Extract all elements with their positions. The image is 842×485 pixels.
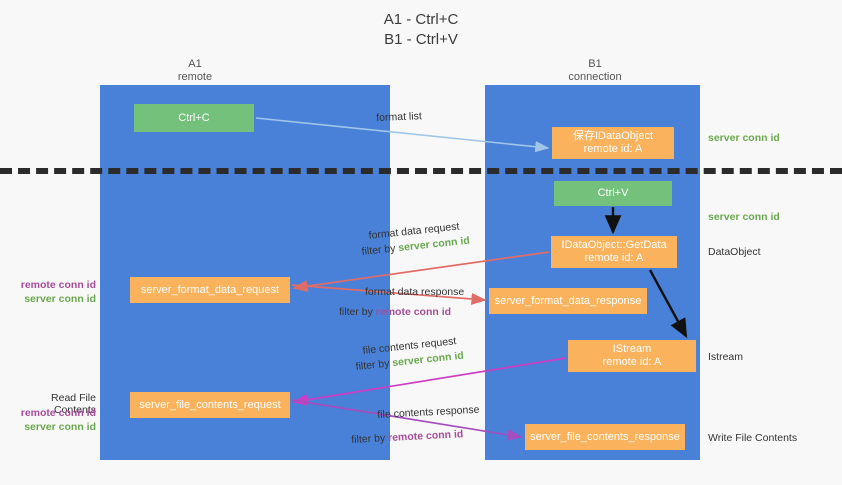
title-line-1: A1 - Ctrl+C: [383, 11, 459, 28]
node-ctrl-c[interactable]: Ctrl+C: [134, 104, 254, 132]
caption-filter-prefix-2: filter by: [339, 306, 376, 318]
node-istream-line1: IStream: [612, 343, 652, 355]
dashed-divider: [0, 168, 842, 174]
page-title: A1 - Ctrl+C B1 - Ctrl+V: [0, 10, 842, 50]
label-remote-conn-id-lower: remote conn id: [20, 407, 96, 419]
node-server-file-contents-request[interactable]: server_file_contents_request: [130, 392, 290, 418]
node-idataobject-getdata-line1: IDataObject::GetData: [561, 239, 667, 251]
caption-file-contents-response: file contents response: [377, 403, 480, 421]
node-server-file-contents-response-label: server_file_contents_response: [530, 430, 680, 443]
column-a1-name: A1: [188, 58, 202, 70]
label-remote-conn-id-upper: remote conn id: [20, 279, 96, 291]
caption-filter-value-4: remote conn id: [387, 428, 464, 445]
node-ctrl-c-label: Ctrl+C: [178, 111, 210, 124]
node-ctrl-v[interactable]: Ctrl+V: [554, 181, 672, 206]
label-server-conn-id-top: server conn id: [708, 132, 780, 144]
node-idataobject-getdata[interactable]: IDataObject::GetData remote id: A: [551, 236, 677, 268]
label-istream: Istream: [708, 351, 744, 363]
node-server-file-contents-response[interactable]: server_file_contents_response: [525, 424, 685, 450]
node-idataobject-getdata-line2: remote id: A: [584, 252, 644, 264]
node-server-format-data-request[interactable]: server_format_data_request: [130, 277, 290, 303]
label-conn-ids-lower: remote conn id server conn id: [8, 406, 96, 434]
label-write-file-contents: Write File Contents: [708, 432, 798, 444]
node-istream[interactable]: IStream remote id: A: [568, 340, 696, 372]
caption-filter-prefix-4: filter by: [351, 432, 389, 446]
label-dataobject: DataObject: [708, 246, 761, 258]
node-server-format-data-response[interactable]: server_format_data_response: [489, 288, 647, 314]
node-istream-line2: remote id: A: [602, 356, 662, 368]
caption-format-list: format list: [376, 110, 422, 124]
column-header-b1: B1 connection: [520, 58, 670, 84]
node-save-idataobject[interactable]: 保存IDataObject remote id: A: [552, 127, 674, 159]
label-read-file-contents: Read File Contents: [51, 392, 96, 416]
caption-filter-value-2: remote conn id: [375, 306, 452, 318]
label-server-conn-id-mid: server conn id: [708, 211, 780, 223]
label-server-conn-id-upper: server conn id: [24, 293, 96, 305]
column-b1-name: B1: [588, 58, 602, 70]
node-save-idataobject-line1: 保存IDataObject: [572, 130, 654, 142]
caption-format-data-response: format data response: [365, 286, 465, 298]
node-server-file-contents-request-label: server_file_contents_request: [139, 398, 281, 411]
caption-filter-prefix-1: filter by: [361, 242, 399, 258]
column-header-a1: A1 remote: [120, 58, 270, 84]
label-server-conn-id-lower: server conn id: [24, 421, 96, 433]
caption-format-data-response-filter: filter by remote conn id: [339, 305, 451, 319]
title-line-2: B1 - Ctrl+V: [384, 31, 458, 48]
node-save-idataobject-line2: remote id: A: [583, 143, 643, 155]
column-a1-role: remote: [177, 71, 213, 83]
node-server-format-data-response-label: server_format_data_response: [494, 294, 642, 307]
node-server-format-data-request-label: server_format_data_request: [140, 283, 280, 296]
column-b1-role: connection: [568, 71, 622, 83]
node-ctrl-v-label: Ctrl+V: [597, 187, 629, 199]
label-conn-ids-upper: remote conn id server conn id: [8, 278, 96, 306]
caption-filter-prefix-3: filter by: [355, 357, 393, 373]
